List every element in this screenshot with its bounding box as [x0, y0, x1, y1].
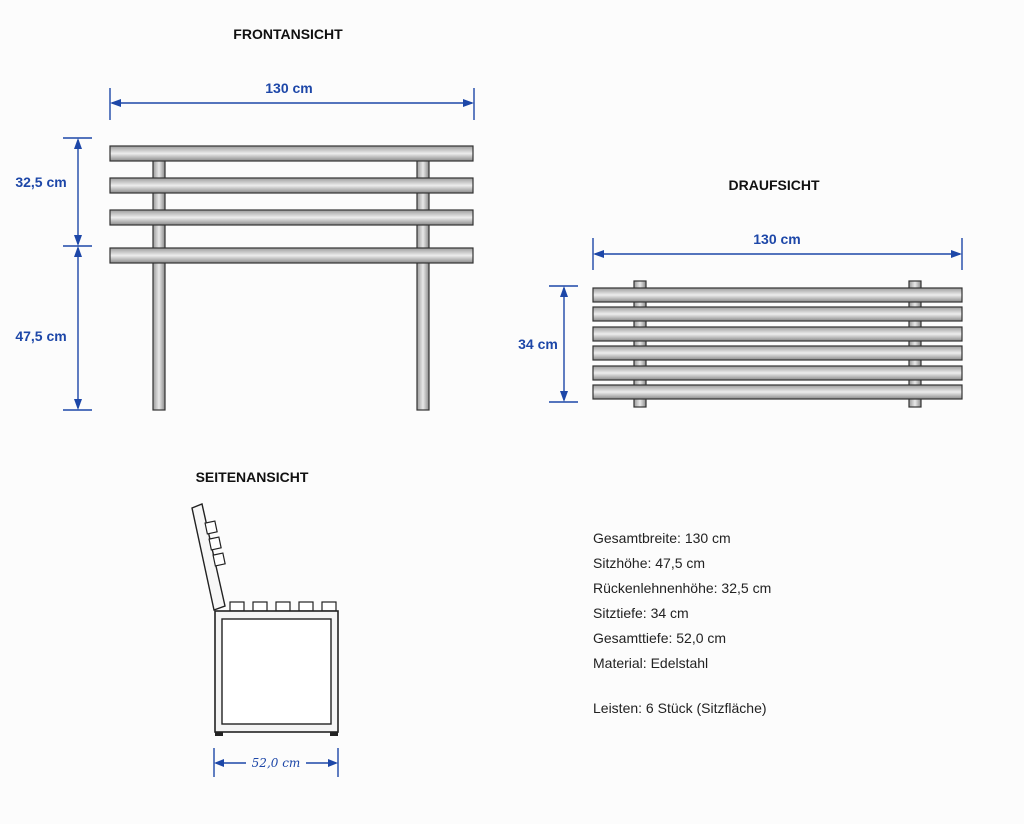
front-view-title: FRONTANSICHT — [233, 26, 343, 42]
top-width-dimension: 130 cm — [592, 231, 963, 270]
front-height-dimension: 32,5 cm 47,5 cm — [15, 137, 92, 411]
side-backrest-slat — [204, 520, 218, 535]
top-depth-label: 34 cm — [518, 336, 558, 352]
side-seat-slat — [252, 601, 268, 612]
front-width-label: 130 cm — [265, 80, 312, 96]
side-frame-inner — [221, 618, 332, 725]
top-seat-slat — [592, 384, 963, 400]
side-seat-slat — [298, 601, 314, 612]
spec-material: Material: Edelstahl — [593, 655, 709, 671]
side-backrest-slat — [208, 536, 222, 551]
top-seat-slat — [592, 287, 963, 303]
spec-backrest-height: Rückenlehnenhöhe: 32,5 cm — [593, 580, 772, 596]
side-view-title: SEITENANSICHT — [196, 469, 309, 485]
top-view-title: DRAUFSICHT — [729, 177, 820, 193]
top-depth-dimension: 34 cm — [518, 285, 578, 403]
front-right-post — [416, 159, 430, 411]
top-width-label: 130 cm — [753, 231, 800, 247]
top-seat-slat — [592, 306, 963, 322]
top-view: DRAUFSICHT 130 cm 34 cm — [518, 177, 963, 408]
backrest-height-label: 32,5 cm — [15, 174, 66, 190]
side-backrest — [191, 503, 226, 611]
front-width-dimension: 130 cm — [109, 80, 475, 120]
spec-seat-height: Sitzhöhe: 47,5 cm — [593, 555, 706, 571]
top-seat-slat — [592, 345, 963, 361]
front-backrest-slat — [109, 177, 474, 194]
side-foot-left — [215, 732, 223, 736]
spec-list: Gesamtbreite: 130 cm Sitzhöhe: 47,5 cm R… — [593, 528, 771, 718]
side-view: SEITENANSICHT 52,0 cm — [191, 469, 339, 777]
spec-slats: Leisten: 6 Stück (Sitzfläche) — [593, 700, 767, 716]
side-depth-dimension: 52,0 cm — [213, 748, 339, 777]
side-seat-slat — [275, 601, 291, 612]
front-backrest-slat — [109, 145, 474, 162]
spec-total-depth: Gesamttiefe: 52,0 cm — [593, 630, 727, 646]
top-seat-slat — [592, 365, 963, 381]
top-seat-slat — [592, 326, 963, 342]
spec-total-width: Gesamtbreite: 130 cm — [593, 530, 731, 546]
spec-seat-depth: Sitztiefe: 34 cm — [593, 605, 689, 621]
front-left-post — [152, 159, 166, 411]
side-foot-right — [330, 732, 338, 736]
front-seat-slat — [109, 247, 474, 264]
seat-height-label: 47,5 cm — [15, 328, 66, 344]
side-seat-slat — [229, 601, 245, 612]
side-depth-label: 52,0 cm — [252, 756, 301, 770]
front-view: FRONTANSICHT 130 cm 32,5 cm 47,5 cm — [15, 26, 475, 411]
side-seat-slat — [321, 601, 337, 612]
side-backrest-slat — [212, 552, 226, 567]
front-backrest-slat — [109, 209, 474, 226]
